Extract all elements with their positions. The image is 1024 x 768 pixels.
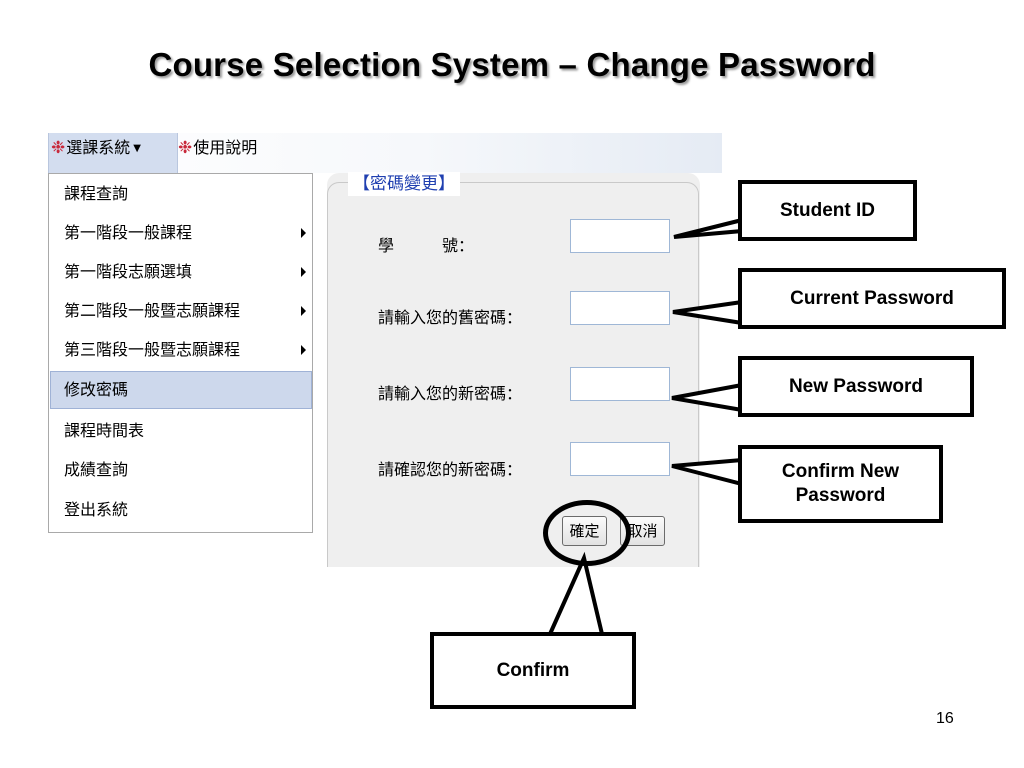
snowflake-icon: ❉: [178, 138, 193, 158]
menu-course-system-label: 選課系統: [66, 138, 131, 157]
dropdown-item-label: 第二階段一般暨志願課程: [64, 301, 241, 320]
dropdown-item-label: 成績查詢: [64, 460, 129, 479]
submenu-arrow-icon: [301, 345, 306, 355]
dropdown-item-change-password[interactable]: 修改密碼: [50, 371, 312, 409]
dropdown-item-label: 修改密碼: [64, 380, 129, 399]
confirm-password-label: 請確認您的新密碼：: [378, 460, 523, 479]
menu-user-guide[interactable]: ❉使用說明: [178, 133, 288, 173]
dropdown-item-course-query[interactable]: 課程查詢: [50, 175, 312, 213]
dropdown-item-stage2[interactable]: 第二階段一般暨志願課程: [50, 292, 312, 330]
snowflake-icon: ❉: [51, 138, 66, 158]
student-id-label: 學 號：: [378, 236, 475, 255]
dropdown-item-label: 第一階段志願選填: [64, 262, 193, 281]
dropdown-item-logout[interactable]: 登出系統: [50, 491, 312, 529]
menu-bar: ❉選課系統▼ ❉使用說明: [48, 133, 722, 173]
callout-line: Password: [795, 485, 886, 506]
dropdown-item-stage1-wishlist[interactable]: 第一階段志願選填: [50, 253, 312, 291]
confirm-password-input[interactable]: [570, 442, 670, 476]
submenu-arrow-icon: [301, 306, 306, 316]
confirm-pointer: [546, 551, 605, 636]
dropdown-item-stage3[interactable]: 第三階段一般暨志願課程: [50, 331, 312, 369]
callout-new-password: New Password: [738, 356, 974, 417]
current-password-pointer: [672, 299, 744, 326]
new-password-input[interactable]: [570, 367, 670, 401]
student-id-input[interactable]: [570, 219, 670, 253]
dropdown-item-label: 課程查詢: [64, 184, 129, 203]
slide-title: Course Selection System – Change Passwor…: [148, 46, 876, 83]
dropdown-item-label: 第三階段一般暨志願課程: [64, 340, 241, 359]
form-legend: 【密碼變更】: [348, 172, 460, 196]
menu-user-guide-label: 使用說明: [193, 138, 258, 157]
submenu-arrow-icon: [301, 228, 306, 238]
new-password-label: 請輸入您的新密碼：: [378, 384, 523, 403]
dropdown-item-label: 課程時間表: [64, 421, 145, 440]
callout-confirm-new-password: Confirm New Password: [738, 445, 943, 523]
dropdown-item-label: 登出系統: [64, 500, 129, 519]
menu-course-system[interactable]: ❉選課系統▼: [48, 133, 178, 173]
confirm-new-password-pointer: [671, 457, 744, 487]
dropdown-item-label: 第一階段一般課程: [64, 223, 193, 242]
callout-student-id: Student ID: [738, 180, 917, 241]
current-password-input[interactable]: [570, 291, 670, 325]
caret-down-icon: ▼: [133, 143, 141, 154]
current-password-label: 請輸入您的舊密碼：: [378, 308, 523, 327]
confirm-highlight-circle: [543, 500, 631, 566]
password-form-frame: [327, 182, 699, 567]
dropdown-item-grade-query[interactable]: 成績查詢: [50, 451, 312, 489]
callout-current-password: Current Password: [738, 268, 1006, 329]
submenu-arrow-icon: [301, 267, 306, 277]
page-number: 16: [936, 710, 954, 727]
new-password-pointer: [671, 382, 744, 413]
dropdown-item-course-timetable[interactable]: 課程時間表: [50, 412, 312, 450]
callout-confirm: Confirm: [430, 632, 636, 709]
student-id-pointer: [673, 217, 744, 239]
callout-line: Confirm New: [781, 461, 900, 482]
dropdown-item-stage1-general[interactable]: 第一階段一般課程: [50, 214, 312, 252]
course-system-dropdown: 課程查詢 第一階段一般課程 第一階段志願選填 第二階段一般暨志願課程 第三階段一…: [48, 173, 313, 533]
